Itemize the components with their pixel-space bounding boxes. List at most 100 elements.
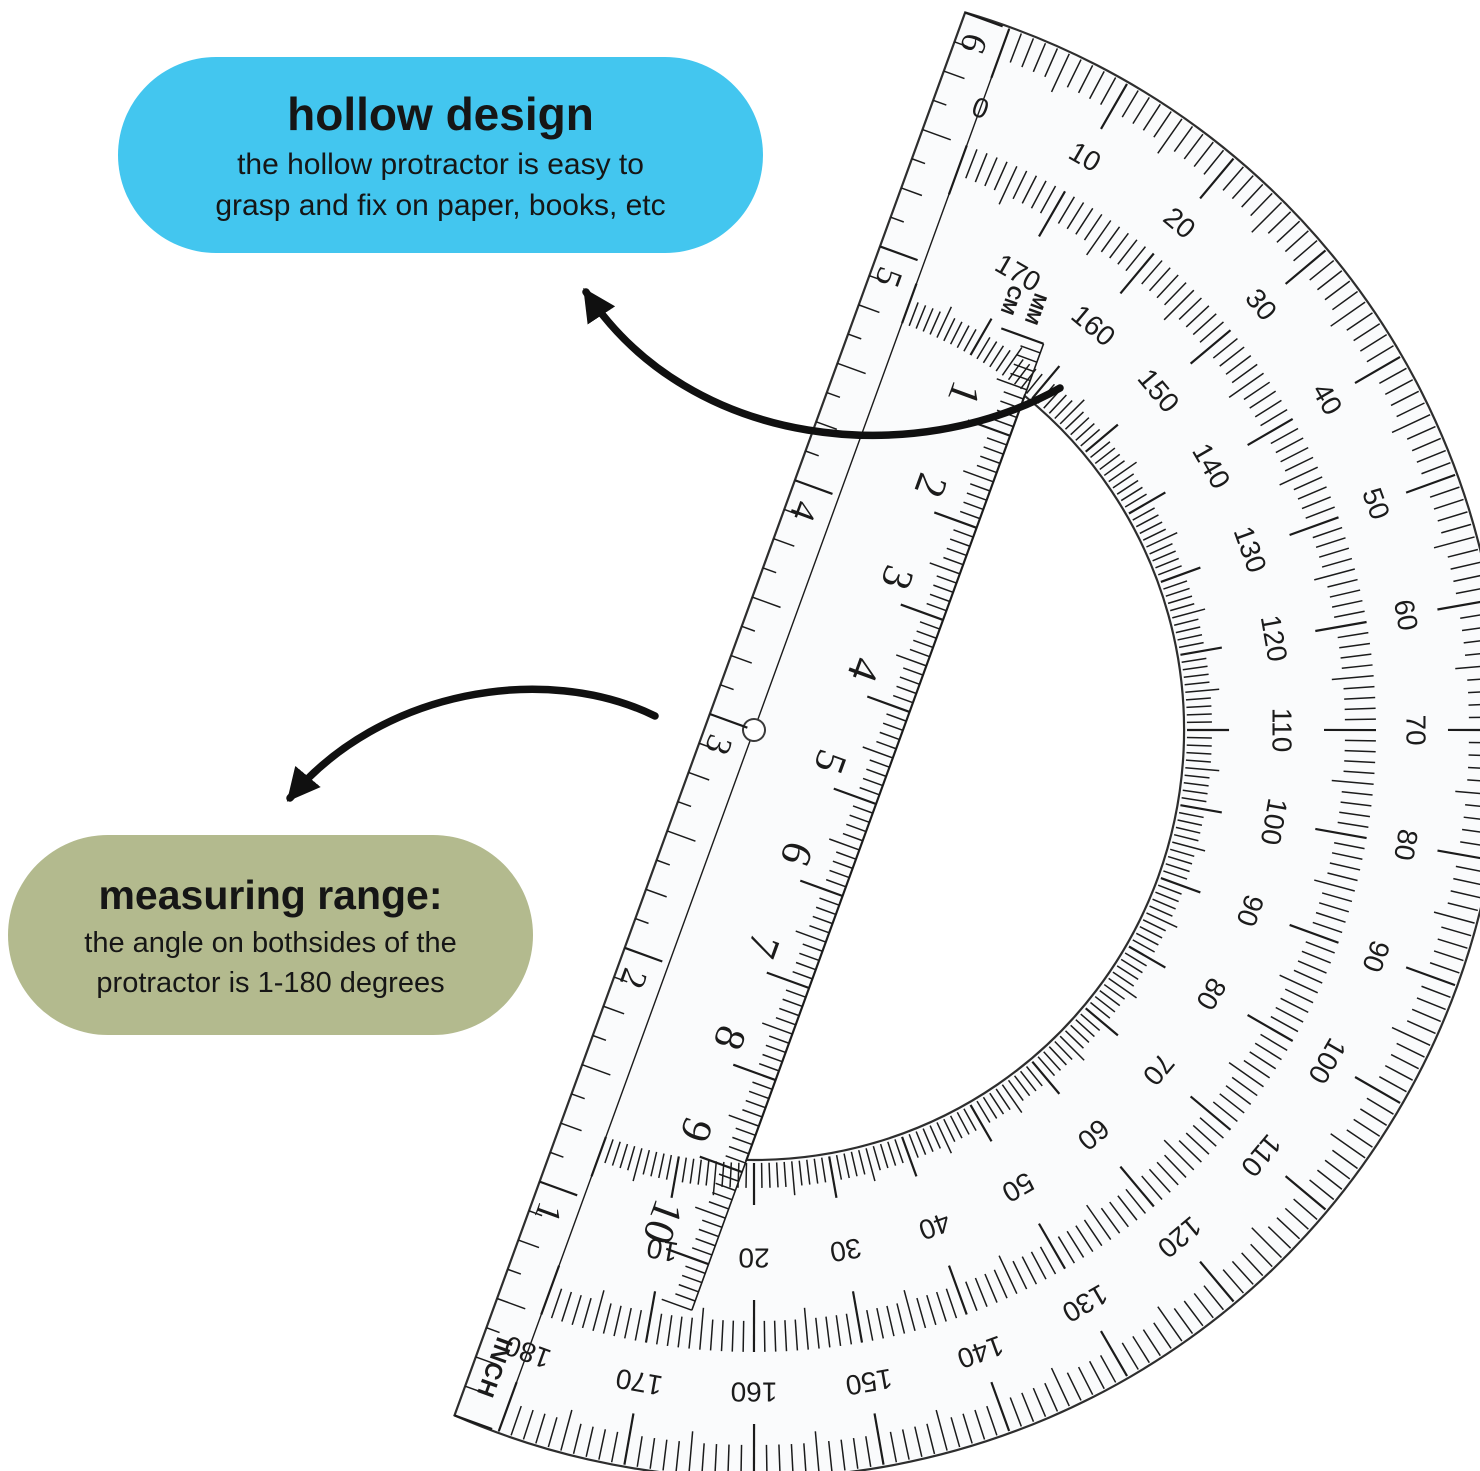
tick [826, 391, 841, 399]
tick [1146, 912, 1178, 929]
tick [661, 1298, 693, 1311]
tick [812, 915, 833, 925]
tick [1455, 865, 1480, 874]
tick [1013, 363, 1034, 373]
tick [1447, 548, 1479, 558]
tick [1467, 677, 1480, 681]
tick [1012, 170, 1028, 200]
tick [709, 1319, 714, 1351]
tick [1084, 423, 1119, 453]
tick [1178, 1140, 1202, 1163]
tick [1359, 334, 1388, 352]
tick [1157, 118, 1183, 154]
tick [1128, 491, 1166, 515]
tick [1187, 728, 1230, 732]
tick [1170, 603, 1195, 612]
tick [784, 508, 798, 515]
tick [1183, 782, 1209, 787]
tick [1112, 971, 1135, 987]
tick [1153, 1322, 1172, 1349]
tick [658, 1153, 665, 1179]
tick [1284, 249, 1327, 285]
tick [879, 1143, 889, 1169]
measuring-range-callout: measuring range: the angle on bothsides … [8, 835, 533, 1035]
tick [1391, 414, 1431, 434]
tick [814, 1431, 820, 1471]
tick [1077, 1366, 1094, 1396]
tick [1066, 1230, 1085, 1258]
tick [1119, 1165, 1155, 1208]
tick [1455, 586, 1480, 595]
tick [1309, 259, 1335, 281]
tick [1044, 1382, 1059, 1412]
tick [1337, 821, 1369, 829]
tick [984, 1273, 998, 1303]
tick [969, 1104, 993, 1142]
tick [725, 1155, 746, 1164]
tick [1460, 612, 1480, 619]
tick [752, 596, 781, 609]
tick [1132, 1335, 1150, 1364]
tick [1186, 713, 1212, 716]
protractor-body [453, 11, 1480, 1471]
tick [996, 378, 1028, 391]
tick [1331, 599, 1363, 608]
tick [1193, 1292, 1214, 1319]
tick [1178, 297, 1202, 320]
tick [1185, 688, 1220, 693]
tick [949, 538, 971, 547]
tick [1020, 345, 1041, 354]
tick [762, 567, 777, 574]
tick [1132, 96, 1150, 125]
tick [1391, 1026, 1431, 1046]
tick [1314, 879, 1355, 892]
tick [604, 1139, 614, 1164]
tick [1279, 974, 1319, 994]
tick [833, 787, 877, 806]
tick [929, 562, 961, 575]
tick [681, 1274, 703, 1284]
tick [592, 1290, 605, 1331]
tick [803, 1443, 807, 1471]
tick [1163, 1139, 1195, 1171]
tick [895, 654, 927, 667]
tick [813, 1158, 819, 1184]
tick [962, 1413, 973, 1444]
tick [982, 341, 998, 364]
tick [989, 1092, 1005, 1115]
tick [1178, 641, 1204, 649]
tick [550, 1288, 563, 1319]
tick [666, 830, 696, 842]
tick [745, 1162, 748, 1188]
tick [1146, 531, 1178, 548]
tick [865, 1148, 876, 1182]
tick [549, 1151, 564, 1158]
tick [1085, 1007, 1119, 1037]
tick [1453, 574, 1480, 583]
tick [1100, 1330, 1128, 1377]
tick [1267, 1226, 1292, 1249]
tick [922, 308, 934, 332]
protractor: 0102030405060708090100110120130140150160… [453, 11, 1480, 1471]
inner-degree-label: 10 [644, 1232, 680, 1268]
tick [1030, 180, 1047, 209]
tick [1254, 399, 1282, 418]
tick [1019, 1070, 1037, 1092]
tick [765, 1044, 786, 1054]
tick [1080, 428, 1101, 447]
tick [590, 1136, 607, 1177]
tick [815, 421, 838, 431]
tick [745, 1099, 766, 1109]
tick [1139, 521, 1163, 535]
tick [785, 989, 806, 998]
tick [766, 971, 810, 990]
tick [866, 695, 910, 713]
tick [522, 1409, 534, 1440]
tick [547, 1417, 558, 1448]
tick [1260, 1033, 1288, 1052]
tick [1468, 766, 1480, 770]
tick [1406, 1020, 1436, 1035]
tick [908, 302, 919, 327]
tick [947, 145, 968, 195]
